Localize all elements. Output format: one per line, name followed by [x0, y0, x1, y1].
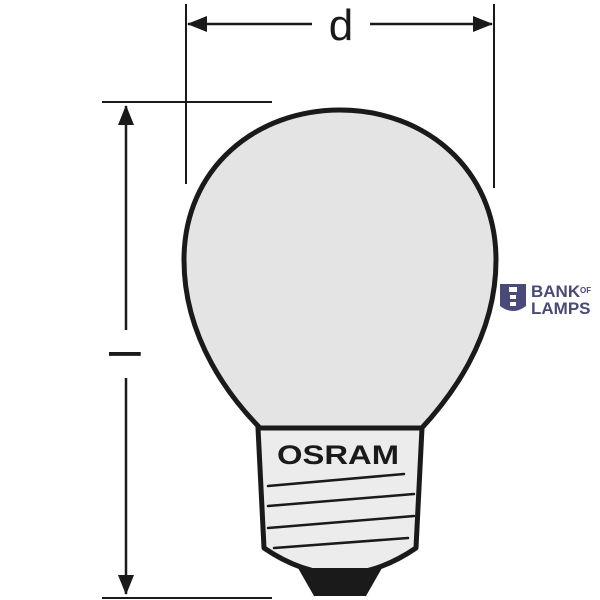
height-dimension: l: [102, 101, 272, 599]
lamp-drawing: OSRAM: [181, 107, 499, 596]
screw-thread-lines: [266, 472, 416, 550]
base-contact-tip: [298, 568, 382, 596]
watermark-lamps-text: LAMPS: [531, 299, 591, 318]
bulb-glass: [181, 107, 499, 433]
width-dimension: d: [185, 1, 495, 188]
lighthouse-icon: [500, 284, 526, 311]
watermark-of-text: OF: [580, 286, 591, 295]
watermark-bank-text: BANK: [531, 282, 581, 301]
base-brand-label: OSRAM: [277, 440, 399, 470]
bank-of-lamps-watermark: BANK OF LAMPS: [500, 282, 591, 318]
dimension-label-d: d: [329, 1, 353, 50]
dimension-label-l: l: [102, 349, 151, 359]
